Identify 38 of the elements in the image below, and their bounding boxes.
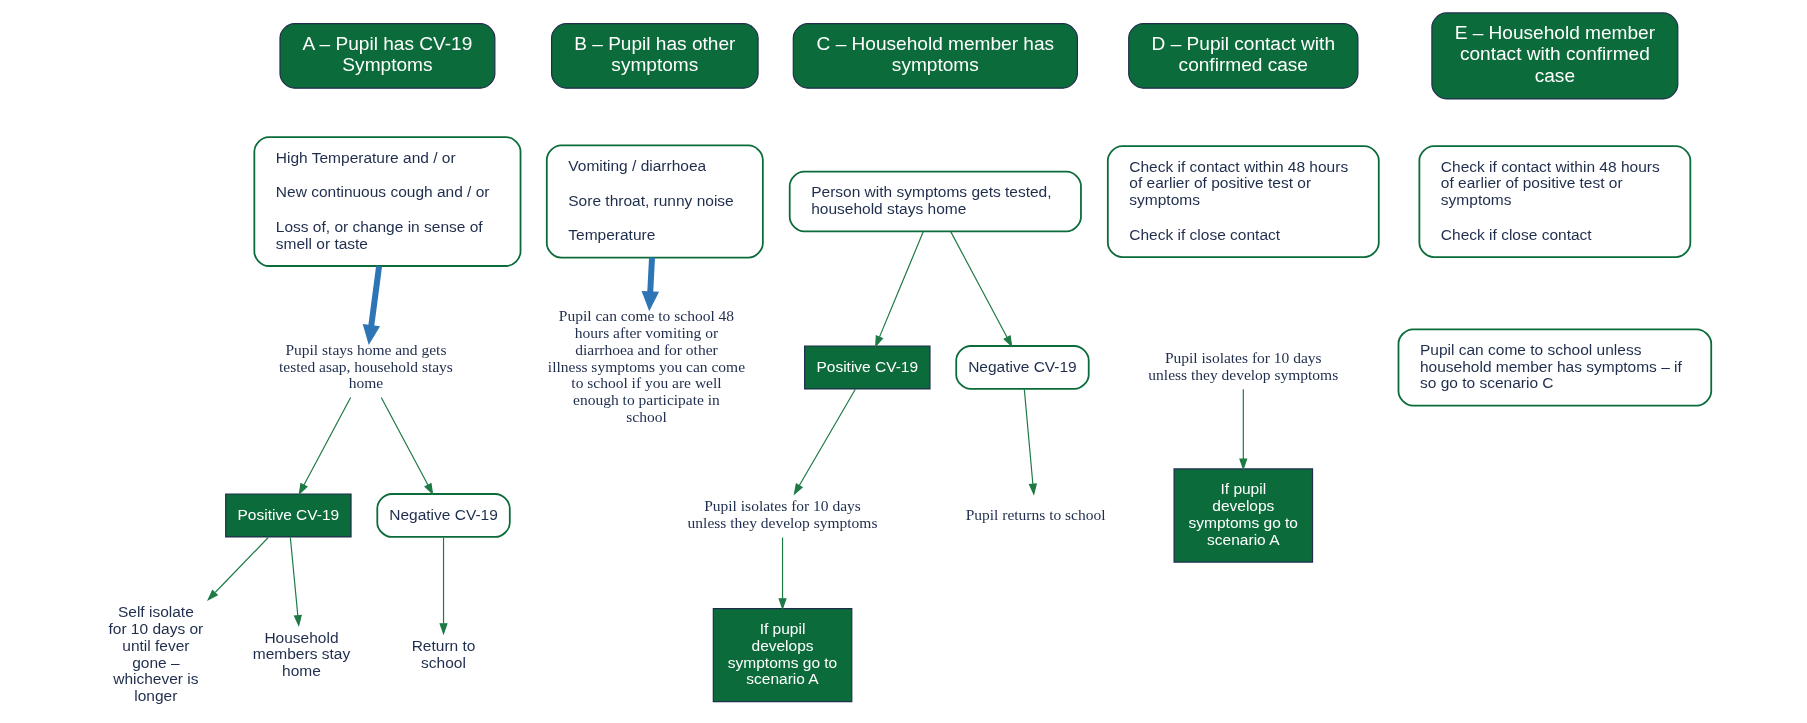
node-box: B – Pupil has other symptoms: [550, 23, 759, 89]
node-text: Pupil returns to school: [965, 505, 1106, 523]
node-box: Negative CV-19: [954, 345, 1090, 390]
node-box: D – Pupil contact with confirmed case: [1127, 23, 1358, 89]
node-box: A – Pupil has CV-19 Symptoms: [278, 23, 495, 89]
arrow: [438, 536, 448, 636]
arrow: [793, 388, 856, 496]
arrow: [949, 231, 1012, 348]
node-box: Pupil can come to school unless household member has symptoms – if so go to scenario C: [1397, 328, 1712, 407]
node-text: Return to school: [411, 636, 475, 671]
node-box: E – Household member contact with confirmed case: [1430, 12, 1678, 100]
node-text: Pupil can come to school 48 hours after vomiting or diarrhoea and for other illness symptoms you can come to school if you are well enough to participate in school: [547, 307, 745, 425]
node-box: Check if contact within 48 hours of earlier of positive test or symptoms Check if close contact: [1106, 145, 1380, 258]
node-text: Pupil isolates for 10 days unless they develop symptoms: [1147, 349, 1338, 383]
node-box: Vomiting / diarrhoea Sore throat, runny noise Temperature: [545, 144, 764, 259]
arrow: [206, 536, 269, 601]
node-box: High Temperature and / or New continuous cough and / or Loss of, or change in sense of smell or taste: [252, 136, 521, 267]
node-box: Positive CV-19: [224, 493, 352, 538]
node-text: Household members stay home: [252, 628, 350, 679]
node-text: Pupil stays home and gets tested asap, household stays home: [278, 340, 453, 392]
arrow: [362, 266, 382, 345]
node-text: Pupil isolates for 10 days unless they develop symptoms: [687, 497, 877, 531]
node-box: Person with symptoms gets tested, household stays home: [788, 170, 1082, 233]
arrow: [874, 231, 924, 348]
arrow: [380, 396, 433, 496]
arrow: [1023, 388, 1037, 496]
node-box: Check if contact within 48 hours of earlier of positive test or symptoms Check if close contact: [1417, 145, 1691, 258]
arrow: [1238, 388, 1247, 471]
node-box: Negative CV-19: [375, 493, 511, 538]
arrow: [777, 536, 787, 611]
node-box: Positive CV-19: [803, 345, 931, 390]
arrow: [641, 257, 659, 312]
node-box: If pupil develops symptoms go to scenario A: [1172, 468, 1313, 563]
arrow: [298, 396, 351, 496]
arrow: [289, 536, 302, 628]
node-box: C – Household member has symptoms: [792, 23, 1078, 89]
node-text: Self isolate for 10 days or until fever gone – whichever is longer: [107, 603, 203, 704]
node-box: If pupil develops symptoms go to scenario A: [712, 608, 852, 703]
